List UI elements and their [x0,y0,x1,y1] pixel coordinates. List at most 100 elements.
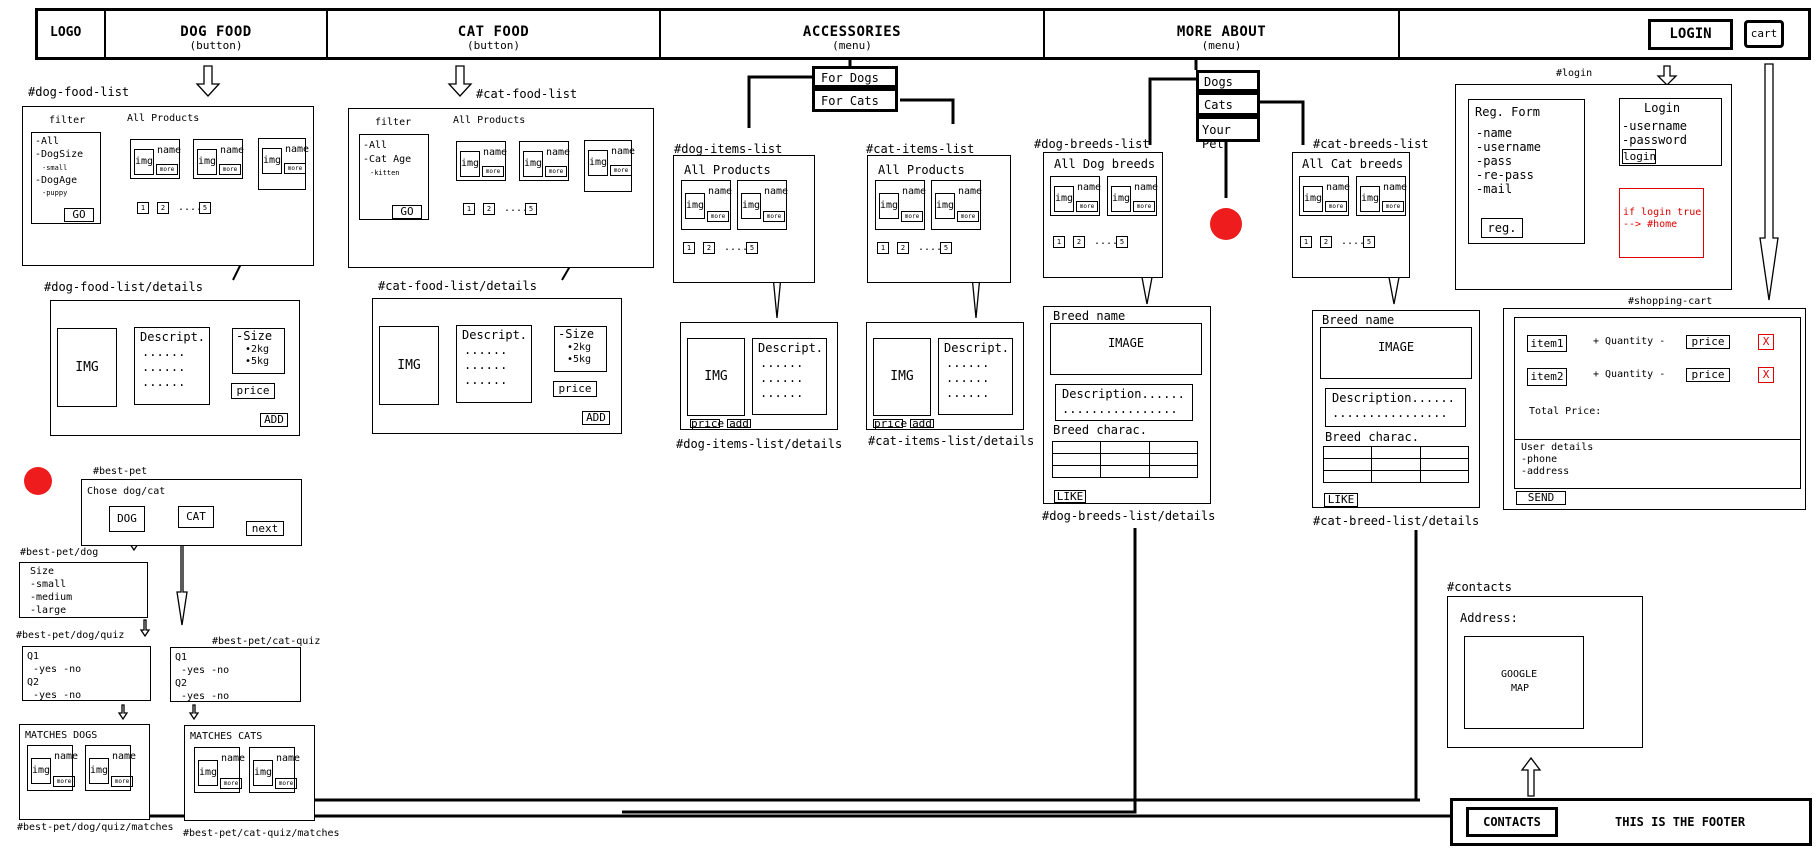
reg-mail-field[interactable]: -mail [1476,182,1513,196]
page-2[interactable]: 2 [1320,236,1332,248]
menu-item-for-cats[interactable]: For Cats [812,88,898,112]
quiz-q1-options[interactable]: -yes -no [33,664,82,675]
go-button[interactable]: GO [64,208,94,222]
more-button[interactable]: more [482,166,504,177]
user-address-field[interactable]: -address [1521,466,1570,477]
add-button[interactable]: ADD [582,411,610,425]
reg-name-field[interactable]: -name [1476,126,1513,140]
like-button[interactable]: LIKE [1054,490,1086,503]
best-pet-cat-button[interactable]: CAT [178,506,214,528]
reg-pass-field[interactable]: -pass [1476,154,1513,168]
reg-username-field[interactable]: -username [1476,140,1542,154]
more-button[interactable]: more [901,211,923,222]
nav-login-button[interactable]: LOGIN [1648,19,1733,50]
more-button[interactable]: more [1133,201,1155,212]
reg-button[interactable]: reg. [1481,218,1523,238]
more-button[interactable]: more [610,165,632,176]
filter-box[interactable]: -All -DogSize -small -DogAge -puppy GO [31,132,101,224]
filter-all[interactable]: -All [35,136,60,147]
page-2[interactable]: 2 [157,202,169,214]
more-button[interactable]: more [763,211,785,222]
add-button[interactable]: add [910,418,934,429]
page-2[interactable]: 2 [1073,236,1085,248]
login-button[interactable]: login [1622,149,1657,164]
size-2kg[interactable]: •2kg [245,344,270,355]
filter-kitten[interactable]: -kitten [370,169,400,177]
size-2kg[interactable]: •2kg [567,342,592,353]
page-5[interactable]: 5 [199,202,211,214]
more-button[interactable]: more [220,778,242,789]
size-box[interactable]: -Size •2kg •5kg [232,328,285,374]
page-5[interactable]: 5 [940,242,952,254]
more-button[interactable]: more [957,211,979,222]
google-map[interactable]: GOOGLE MAP [1464,636,1584,729]
filter-all[interactable]: -All [363,140,388,151]
add-button[interactable]: add [727,418,751,429]
size-small-option[interactable]: -small [30,579,67,590]
page-5[interactable]: 5 [525,203,537,215]
filter-puppy[interactable]: -puppy [42,189,68,197]
more-button[interactable]: more [1325,201,1347,212]
filter-box[interactable]: -All -Cat Age -kitten GO [359,134,429,220]
cart-item-quantity[interactable]: + Quantity - [1593,369,1666,380]
nav-dog-food-button[interactable]: DOG FOOD (button) [104,10,326,58]
more-button[interactable]: more [275,778,297,789]
nav-more-about-menu[interactable]: MORE ABOUT (menu) [1043,10,1398,58]
menu-item-dogs[interactable]: Dogs [1196,70,1260,92]
page-2[interactable]: 2 [483,203,495,215]
menu-item-for-dogs[interactable]: For Dogs [812,66,898,88]
page-1[interactable]: 1 [1053,236,1065,248]
page-2[interactable]: 2 [703,242,715,254]
size-box[interactable]: -Size •2kg •5kg [554,326,607,372]
size-5kg[interactable]: •5kg [245,356,270,367]
quiz-q2-options[interactable]: -yes -no [33,690,82,701]
quiz-q1-options[interactable]: -yes -no [181,665,230,676]
filter-small[interactable]: -small [42,164,68,172]
user-phone-field[interactable]: -phone [1521,454,1558,465]
quiz-q2-options[interactable]: -yes -no [181,691,230,702]
more-button[interactable]: more [53,776,75,787]
login-username-field[interactable]: -username [1622,119,1688,133]
more-button[interactable]: more [1382,201,1404,212]
nav-cart-button[interactable]: cart [1744,20,1784,48]
page-2[interactable]: 2 [897,242,909,254]
more-button[interactable]: more [111,776,133,787]
more-button[interactable]: more [1076,201,1098,212]
cart-item-remove-button[interactable]: X [1758,367,1774,383]
footer-contacts-button[interactable]: CONTACTS [1466,807,1558,837]
more-button[interactable]: more [156,164,178,175]
filter-dogsize[interactable]: -DogSize [35,149,84,160]
page-1[interactable]: 1 [1300,236,1312,248]
cart-item-remove-button[interactable]: X [1758,334,1774,350]
filter-cat-age[interactable]: -Cat Age [363,154,412,165]
cart-item-quantity[interactable]: + Quantity - [1593,336,1666,347]
login-password-field[interactable]: -password [1622,133,1688,147]
nav-cat-food-button[interactable]: CAT FOOD (button) [326,10,659,58]
more-button[interactable]: more [284,163,306,174]
best-pet-dog-button[interactable]: DOG [109,506,145,532]
size-large-option[interactable]: -large [30,605,67,616]
filter-dogage[interactable]: -DogAge [35,175,78,186]
nav-accessories-menu[interactable]: ACCESSORIES (menu) [659,10,1043,58]
menu-item-your-pet[interactable]: Your Pet [1196,116,1260,151]
logo[interactable]: LOGO [50,25,82,40]
page-5[interactable]: 5 [746,242,758,254]
page-1[interactable]: 1 [463,203,475,215]
go-button[interactable]: GO [392,205,422,219]
